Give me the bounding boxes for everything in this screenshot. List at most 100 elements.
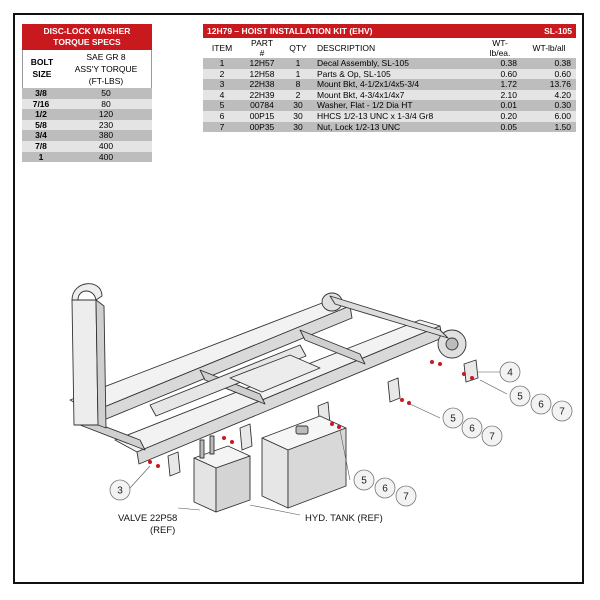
part-cell: 12H57 [249,58,275,68]
crossmember-2 [299,329,366,365]
torque-cell: 380 [98,130,114,141]
hook-tip [71,283,103,301]
description-cell: Mount Bkt, 4-3/4x1/4x7 [317,89,405,100]
callout-number: 7 [489,432,495,443]
part-header: PART # [251,38,273,58]
description-cell: Parts & Op, SL-105 [317,68,391,79]
callout-5: 5 [442,407,464,429]
callout-6: 6 [530,393,552,415]
part-cell: 00P35 [249,121,275,132]
cylinder-mount [229,354,321,393]
callout-number: 3 [117,486,123,497]
bolt-size-cell: 5/8 [35,119,47,130]
description-header: DESCRIPTION [317,43,376,53]
part-cell: 22H38 [249,79,275,90]
description-cell: HHCS 1/2-13 UNC x 1-3/4 Gr8 [317,110,434,121]
qty-cell: 30 [293,110,303,121]
part-cell: 00P15 [249,110,275,121]
callout-circle [481,425,503,447]
torque-cell: 230 [98,119,114,130]
callout-number: 7 [403,492,409,503]
bolt-size-cell: 7/16 [32,98,50,109]
bolt-size-cell: 3/8 [35,88,47,98]
weight-all-header: WT-lb/all [532,43,566,53]
mount-bracket-d [167,451,181,477]
installation-kit-table: 12H79 – HOIST INSTALLATION KIT (EHV) SL-… [203,24,576,133]
callout-number: 6 [538,400,544,411]
callout-circle [109,479,131,501]
valve-label-line2: (REF) [150,525,175,536]
qty-cell: 1 [295,58,301,68]
callout-circle [353,469,375,491]
tank-front [261,437,289,509]
weight-each-cell: 0.05 [500,121,517,132]
torque-spec-table: DISC-LOCK WASHER TORQUE SPECS BOLT SIZE … [22,24,152,163]
valve-label-line1: VALVE 22P58 [118,513,177,524]
callout-circle [509,385,531,407]
callout-number: 4 [507,368,513,379]
torque-cell: 400 [98,140,114,151]
torque-row: 3/8 50 [22,88,152,99]
rear-roller-hub [445,337,459,351]
item-cell: 6 [219,110,225,121]
callout-circle [442,407,464,429]
callout-3: 3 [109,479,131,501]
lift-cylinder [149,344,307,417]
torque-table-title: DISC-LOCK WASHER TORQUE SPECS [22,24,152,50]
callout-4: 4 [499,361,521,383]
torque-row: 7/8 400 [22,140,152,152]
callout-circle [395,485,417,507]
torque-cell: 400 [98,151,114,162]
tank-filler-cap [295,425,309,435]
qty-cell: 1 [295,68,301,79]
weight-each-cell: 0.20 [500,110,517,121]
description-cell: Washer, Flat - 1/2 Dia HT [317,100,413,111]
callout-7: 7 [395,485,417,507]
torque-column-headers: BOLT SIZE SAE GR 8 ASS'Y TORQUE (FT-LBS) [22,50,152,88]
part-cell: 12H58 [249,68,275,79]
leader-lines [129,371,508,516]
valve-front [193,457,217,513]
callout-circle [461,417,483,439]
bolt-size-header: BOLT SIZE [30,57,54,79]
bolt-size-cell: 7/8 [35,140,47,151]
weight-all-cell: 4.20 [554,89,571,100]
torque-row: 5/8 230 [22,119,152,131]
callout-number: 5 [361,476,367,487]
description-cell: Mount Bkt, 4-1/2x1/4x5-3/4 [317,79,420,90]
callout-6: 6 [374,477,396,499]
callout-6: 6 [461,417,483,439]
weight-each-cell: 0.60 [500,68,517,79]
kit-title: 12H79 – HOIST INSTALLATION KIT (EHV) [207,26,373,36]
torque-cell: 50 [101,88,111,98]
tank-side [287,427,347,509]
qty-cell: 30 [293,100,303,111]
part-cell: 00784 [250,100,274,111]
mount-bracket-c [463,359,479,383]
item-cell: 2 [219,68,225,79]
weight-all-cell: 0.30 [554,100,571,111]
callout-7: 7 [481,425,503,447]
mount-bracket-a [387,377,401,403]
callout-circle [530,393,552,415]
tank-label: HYD. TANK (REF) [305,513,383,524]
mount-bracket-e [239,423,253,451]
weight-all-cell: 1.50 [554,121,571,132]
item-cell: 5 [219,100,225,111]
kit-code: SL-105 [544,26,572,36]
part-cell: 22H39 [249,89,275,100]
valve-port-2 [209,435,215,455]
description-cell: Nut, Lock 1/2-13 UNC [317,121,401,132]
callout-circle [499,361,521,383]
hoist-left-rail [69,299,351,413]
